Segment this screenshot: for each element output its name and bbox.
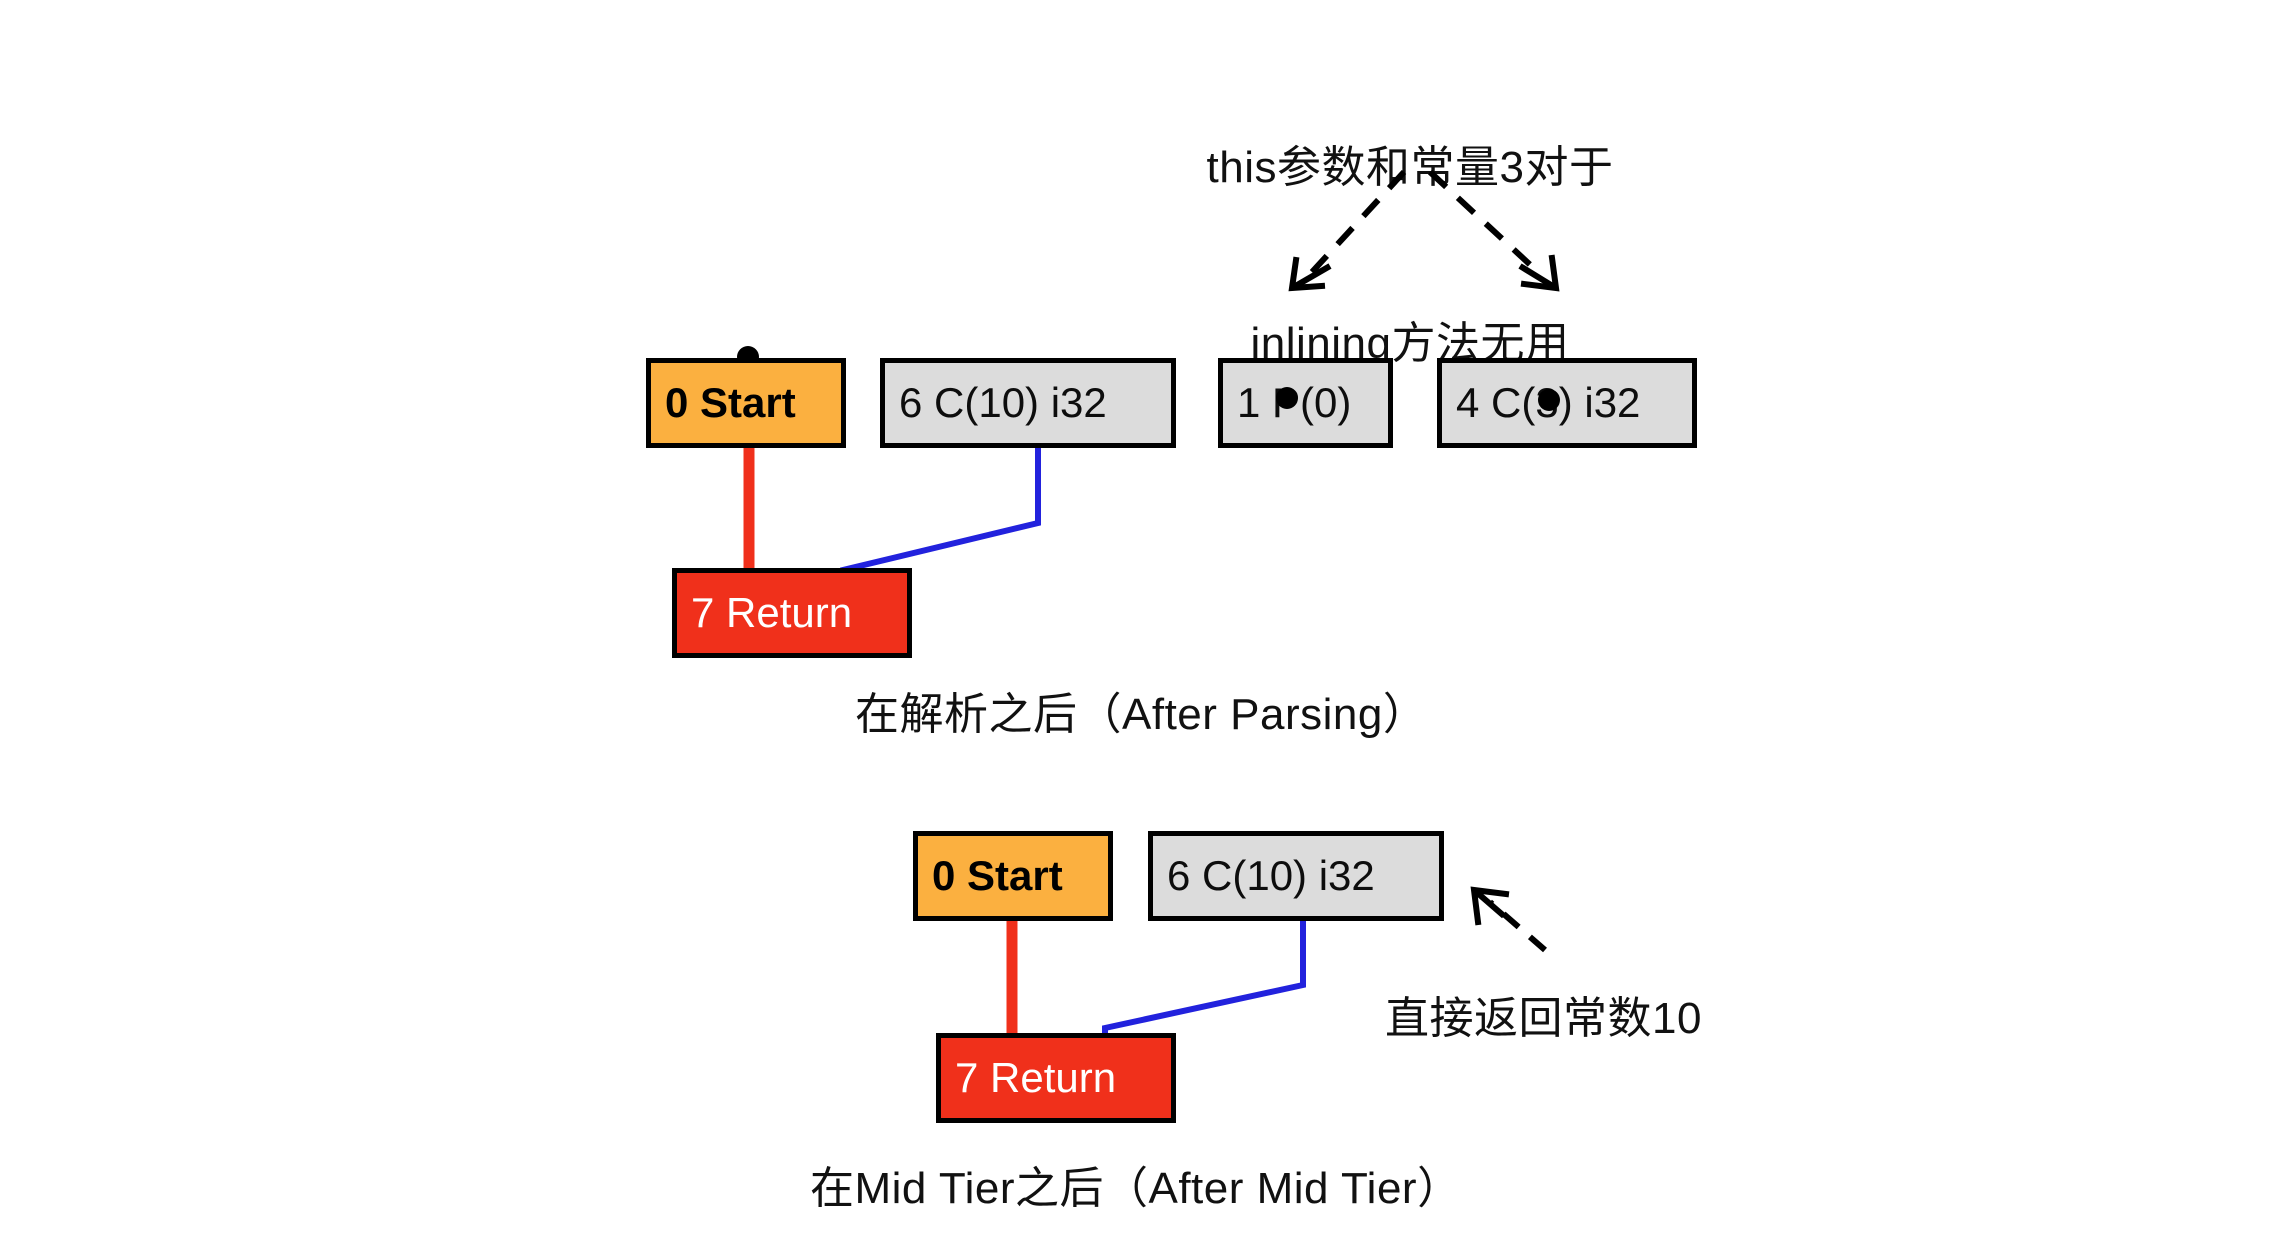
node-6-const-10[interactable]: 6 C(10) i32 <box>1148 831 1444 921</box>
node-label: 6 C(10) i32 <box>1167 852 1375 899</box>
node-0-start[interactable]: 0 Start <box>646 358 846 448</box>
node-label: 7 Return <box>691 589 853 636</box>
caption-after-parsing: 在解析之后（After Parsing） <box>855 690 1428 739</box>
edge-const-to-return-data <box>840 448 1041 580</box>
node-label: 0 Start <box>665 379 796 426</box>
node-7-return[interactable]: 7 Return <box>936 1033 1176 1123</box>
node-label: 7 Return <box>955 1054 1117 1101</box>
inlining-annotation-text: this参数和常量3对于 inlining方法无用 <box>1100 22 1720 490</box>
node-6-const-10[interactable]: 6 C(10) i32 <box>880 358 1176 448</box>
node-label: 6 C(10) i32 <box>899 379 1107 426</box>
node-label: 1 P(0) <box>1237 379 1352 426</box>
node-label: 0 Start <box>932 852 1063 899</box>
node-label: 4 C(3) i32 <box>1456 379 1641 426</box>
node-1-parm-0[interactable]: 1 P(0) <box>1218 358 1393 448</box>
inlining-annotation-line1: this参数和常量3对于 <box>1206 143 1614 193</box>
edge-const-to-return-data <box>1102 921 1306 1033</box>
constant-return-annotation: 直接返回常数10 <box>1385 994 1702 1043</box>
node-4-const-3[interactable]: 4 C(3) i32 <box>1437 358 1697 448</box>
annotation-arrow-constant-icon <box>1470 886 1547 953</box>
caption-after-mid-tier: 在Mid Tier之后（After Mid Tier） <box>810 1164 1462 1213</box>
node-0-start[interactable]: 0 Start <box>913 831 1113 921</box>
node-7-return[interactable]: 7 Return <box>672 568 912 658</box>
